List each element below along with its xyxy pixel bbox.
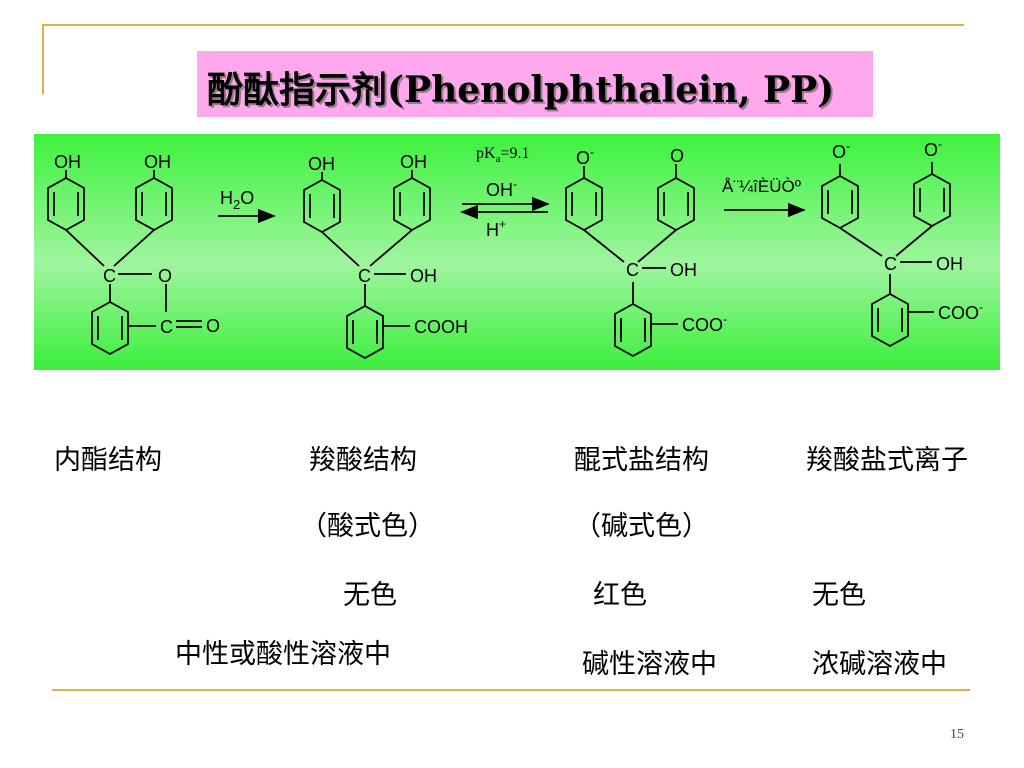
slide-title: 酚酞指示剂(Phenolphthalein, PP) <box>207 69 835 111</box>
label-neutral-acidic: 中性或酸性溶液中 <box>175 639 391 670</box>
s4-oxygen-left: O- <box>832 139 850 162</box>
label-concentrated-base: 浓碱溶液中 <box>812 649 947 680</box>
s1-oh-right: OH <box>144 152 171 172</box>
s2-oh-right: OH <box>400 152 427 172</box>
label-colorless-2: 无色 <box>812 580 866 611</box>
s2-carbon: C <box>358 266 371 286</box>
carboxylic-acid-structure <box>303 170 431 360</box>
label-carboxylic-structure: 羧酸结构 <box>309 445 417 476</box>
arrow3-garbled-label: Å¨¼îÈÜÒº <box>722 177 801 196</box>
s2-hydroxyl: OH <box>410 266 437 286</box>
label-acid-color: （酸式色） <box>300 511 435 542</box>
label-colorless-1: 无色 <box>343 580 397 611</box>
s3-carboxylate: COO- <box>682 312 727 335</box>
label-base-color: （碱式色） <box>574 511 709 542</box>
s3-hydroxyl: OH <box>670 260 697 280</box>
pka-label: pKa=9.1 <box>476 145 529 165</box>
left-border-line <box>42 24 44 94</box>
reaction-scheme: OH OH C O C O H2O OH OH C OH COOH pKa=9.… <box>34 134 1000 370</box>
label-quinoid-salt: 醌式盐结构 <box>574 445 709 476</box>
s2-oh-left: OH <box>308 154 335 174</box>
label-basic-solution: 碱性溶液中 <box>582 649 717 680</box>
s1-carbonyl-carbon: C <box>160 317 173 337</box>
s2-carboxyl: COOH <box>414 317 468 337</box>
s3-quinone-oxygen: O <box>670 146 684 166</box>
slide-title-box: 酚酞指示剂(Phenolphthalein, PP) <box>197 51 873 117</box>
s4-carbon: C <box>884 254 897 274</box>
s4-oxygen-right: O- <box>924 137 942 160</box>
label-red: 红色 <box>593 580 647 611</box>
label-lactone-structure: 内酯结构 <box>54 445 162 476</box>
s4-hydroxyl: OH <box>936 254 963 274</box>
quinoid-structure <box>565 164 695 358</box>
s1-oh-left: OH <box>54 152 81 172</box>
page-number: 15 <box>950 727 964 742</box>
hydroxide-label: OH- <box>486 177 517 200</box>
s1-ring-oxygen: O <box>158 266 172 286</box>
lactone-structure <box>47 170 202 356</box>
carboxylate-structure <box>821 162 951 348</box>
s1-carbonyl-oxygen: O <box>206 316 220 336</box>
s1-carbon: C <box>103 266 116 286</box>
arrow1-water-label: H2O <box>220 188 254 212</box>
proton-label: H+ <box>486 217 506 240</box>
label-carboxylate-ion: 羧酸盐式离子 <box>806 445 968 476</box>
top-border-line <box>42 24 964 26</box>
s3-carbon: C <box>626 260 639 280</box>
bottom-border-line <box>52 689 970 691</box>
s4-carboxylate: COO- <box>938 300 983 323</box>
reaction-scheme-svg: OH OH C O C O H2O OH OH C OH COOH pKa=9.… <box>47 137 983 360</box>
s3-phenoxide-oxygen: O- <box>576 145 594 168</box>
